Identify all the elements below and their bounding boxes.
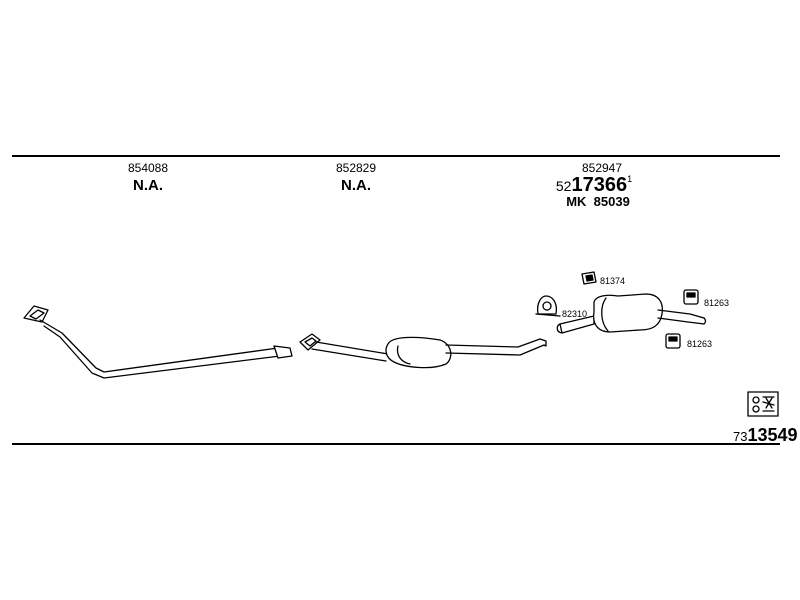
front-pipe: [23, 305, 293, 379]
clamp-bracket-icon: [581, 271, 597, 285]
middle-silencer-part-number: 852829: [335, 161, 377, 175]
supplier-suffix: 1: [627, 174, 633, 184]
rubber-mount-icon: [683, 289, 699, 305]
rear-silencer-part-number: 852947: [581, 161, 623, 175]
middle-silencer: [299, 333, 547, 369]
top-divider: [12, 155, 780, 157]
fitting-kit-icon: [747, 391, 779, 417]
rear-silencer: [556, 293, 707, 334]
mk-label: MK: [566, 194, 587, 209]
supplier-prefix: 52: [555, 178, 572, 194]
mounting-kit: MK 85039: [566, 195, 630, 208]
clamp-bracket-number: 81374: [600, 276, 626, 286]
rear-silencer-supplier-number: 52173661: [555, 174, 633, 196]
front-pipe-part-number: 854088: [127, 161, 169, 175]
diagram-prefix: 73: [733, 429, 748, 444]
diagram-number: 7313549: [733, 426, 798, 444]
rubber-bottom-number: 81263: [687, 339, 713, 349]
front-pipe-note: N.A.: [133, 177, 163, 194]
rubber-mount-icon: [665, 333, 681, 349]
diagram-main: 13549: [747, 425, 798, 445]
clamp-number: 82310: [562, 309, 588, 319]
supplier-main: 17366: [571, 174, 628, 196]
bottom-divider: [12, 443, 780, 445]
middle-silencer-note: N.A.: [341, 177, 371, 194]
mk-number: 85039: [593, 194, 630, 209]
rubber-top-number: 81263: [704, 298, 730, 308]
clamp-icon: [535, 295, 561, 317]
